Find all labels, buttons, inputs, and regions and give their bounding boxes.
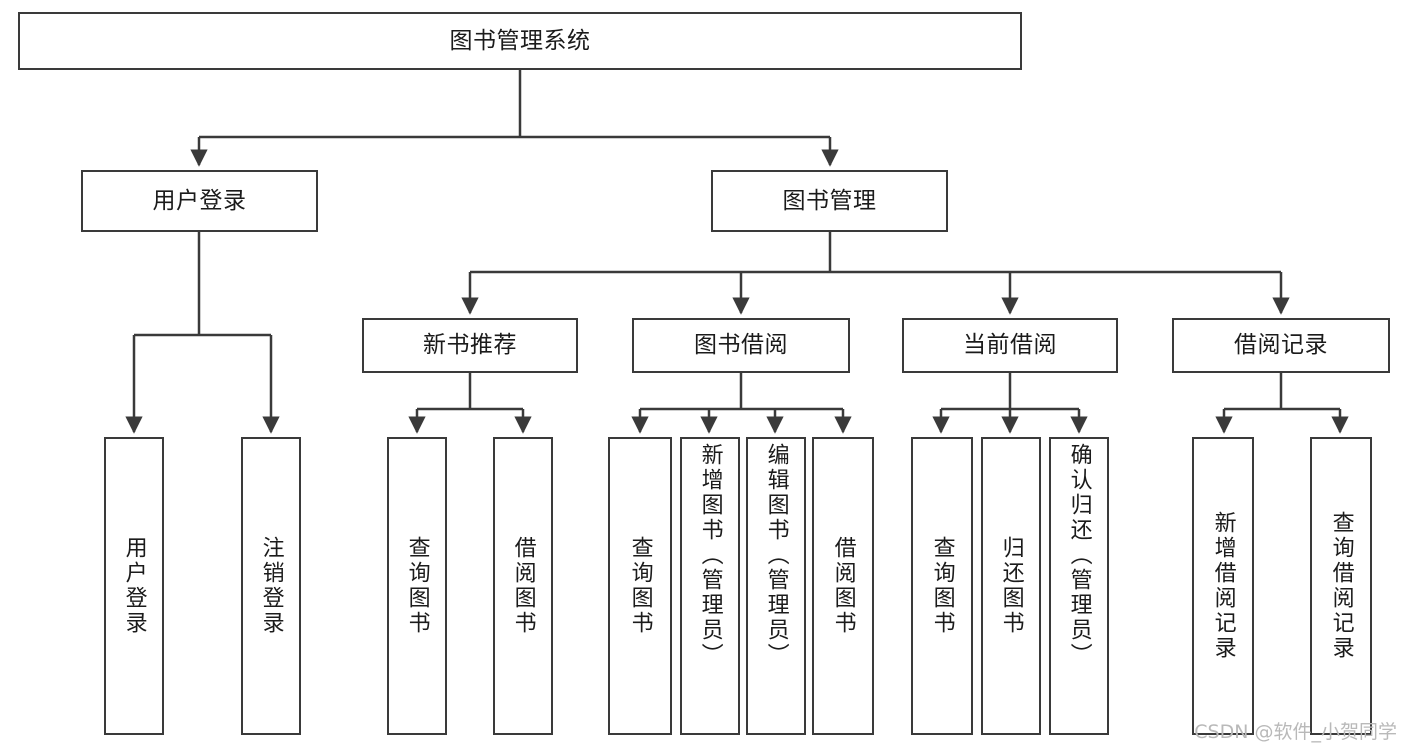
leaf-add-book-admin[interactable]: 新增图书（管理员）	[680, 437, 740, 735]
leaf-borrow-book-recommend[interactable]: 借阅图书	[493, 437, 553, 735]
leaf-confirm-return-admin[interactable]: 确认归还（管理员）	[1049, 437, 1109, 735]
node-book-borrow[interactable]: 图书借阅	[632, 318, 850, 373]
csdn-watermark: CSDN @软件_小贺同学	[1194, 721, 1397, 743]
leaf-user-login[interactable]: 用户登录	[104, 437, 164, 735]
node-label: 用户登录	[152, 187, 247, 214]
node-label: 编辑图书（管理员）	[763, 443, 789, 668]
node-label: 借阅记录	[1234, 332, 1328, 359]
leaf-text-wrap: 查询图书	[610, 439, 670, 733]
leaf-edit-book-admin[interactable]: 编辑图书（管理员）	[746, 437, 806, 735]
leaf-query-book-current[interactable]: 查询图书	[911, 437, 973, 735]
node-label: 查询借阅记录	[1328, 511, 1354, 661]
leaf-query-book-borrow[interactable]: 查询图书	[608, 437, 672, 735]
node-current-borrow[interactable]: 当前借阅	[902, 318, 1118, 373]
leaf-text-wrap: 注销登录	[243, 439, 299, 733]
node-label: 查询图书	[627, 536, 653, 636]
leaf-query-borrow-record[interactable]: 查询借阅记录	[1310, 437, 1372, 735]
leaf-add-borrow-record[interactable]: 新增借阅记录	[1192, 437, 1254, 735]
node-user-login[interactable]: 用户登录	[81, 170, 318, 232]
leaf-text-wrap: 确认归还（管理员）	[1051, 439, 1107, 733]
leaf-logout-login[interactable]: 注销登录	[241, 437, 301, 735]
node-label: 当前借阅	[963, 332, 1057, 359]
leaf-text-wrap: 归还图书	[983, 439, 1039, 733]
leaf-text-wrap: 借阅图书	[495, 439, 551, 733]
leaf-text-wrap: 用户登录	[106, 439, 162, 733]
node-label: 查询图书	[929, 536, 955, 636]
leaf-text-wrap: 编辑图书（管理员）	[748, 439, 804, 733]
leaf-text-wrap: 新增图书（管理员）	[682, 439, 738, 733]
node-new-book-recommend[interactable]: 新书推荐	[362, 318, 578, 373]
node-label: 借阅图书	[510, 536, 536, 636]
node-label: 借阅图书	[830, 536, 856, 636]
leaf-return-book[interactable]: 归还图书	[981, 437, 1041, 735]
node-label: 图书管理	[782, 187, 877, 214]
node-label: 归还图书	[998, 536, 1024, 636]
node-label: 图书管理系统	[449, 27, 591, 54]
leaf-text-wrap: 借阅图书	[814, 439, 872, 733]
leaf-text-wrap: 查询借阅记录	[1312, 439, 1370, 733]
node-label: 新增借阅记录	[1210, 511, 1236, 661]
node-label: 注销登录	[258, 536, 284, 636]
leaf-query-book-recommend[interactable]: 查询图书	[387, 437, 447, 735]
node-borrow-record[interactable]: 借阅记录	[1172, 318, 1390, 373]
node-label: 查询图书	[404, 536, 430, 636]
node-book-manage[interactable]: 图书管理	[711, 170, 948, 232]
leaf-borrow-book-borrow[interactable]: 借阅图书	[812, 437, 874, 735]
node-label: 新书推荐	[423, 332, 517, 359]
node-label: 用户登录	[121, 536, 147, 636]
node-label: 确认归还（管理员）	[1066, 443, 1092, 668]
leaf-text-wrap: 查询图书	[389, 439, 445, 733]
leaf-text-wrap: 查询图书	[913, 439, 971, 733]
node-root-system[interactable]: 图书管理系统	[18, 12, 1022, 70]
node-label: 图书借阅	[694, 332, 788, 359]
node-label: 新增图书（管理员）	[697, 443, 723, 668]
leaf-text-wrap: 新增借阅记录	[1194, 439, 1252, 733]
